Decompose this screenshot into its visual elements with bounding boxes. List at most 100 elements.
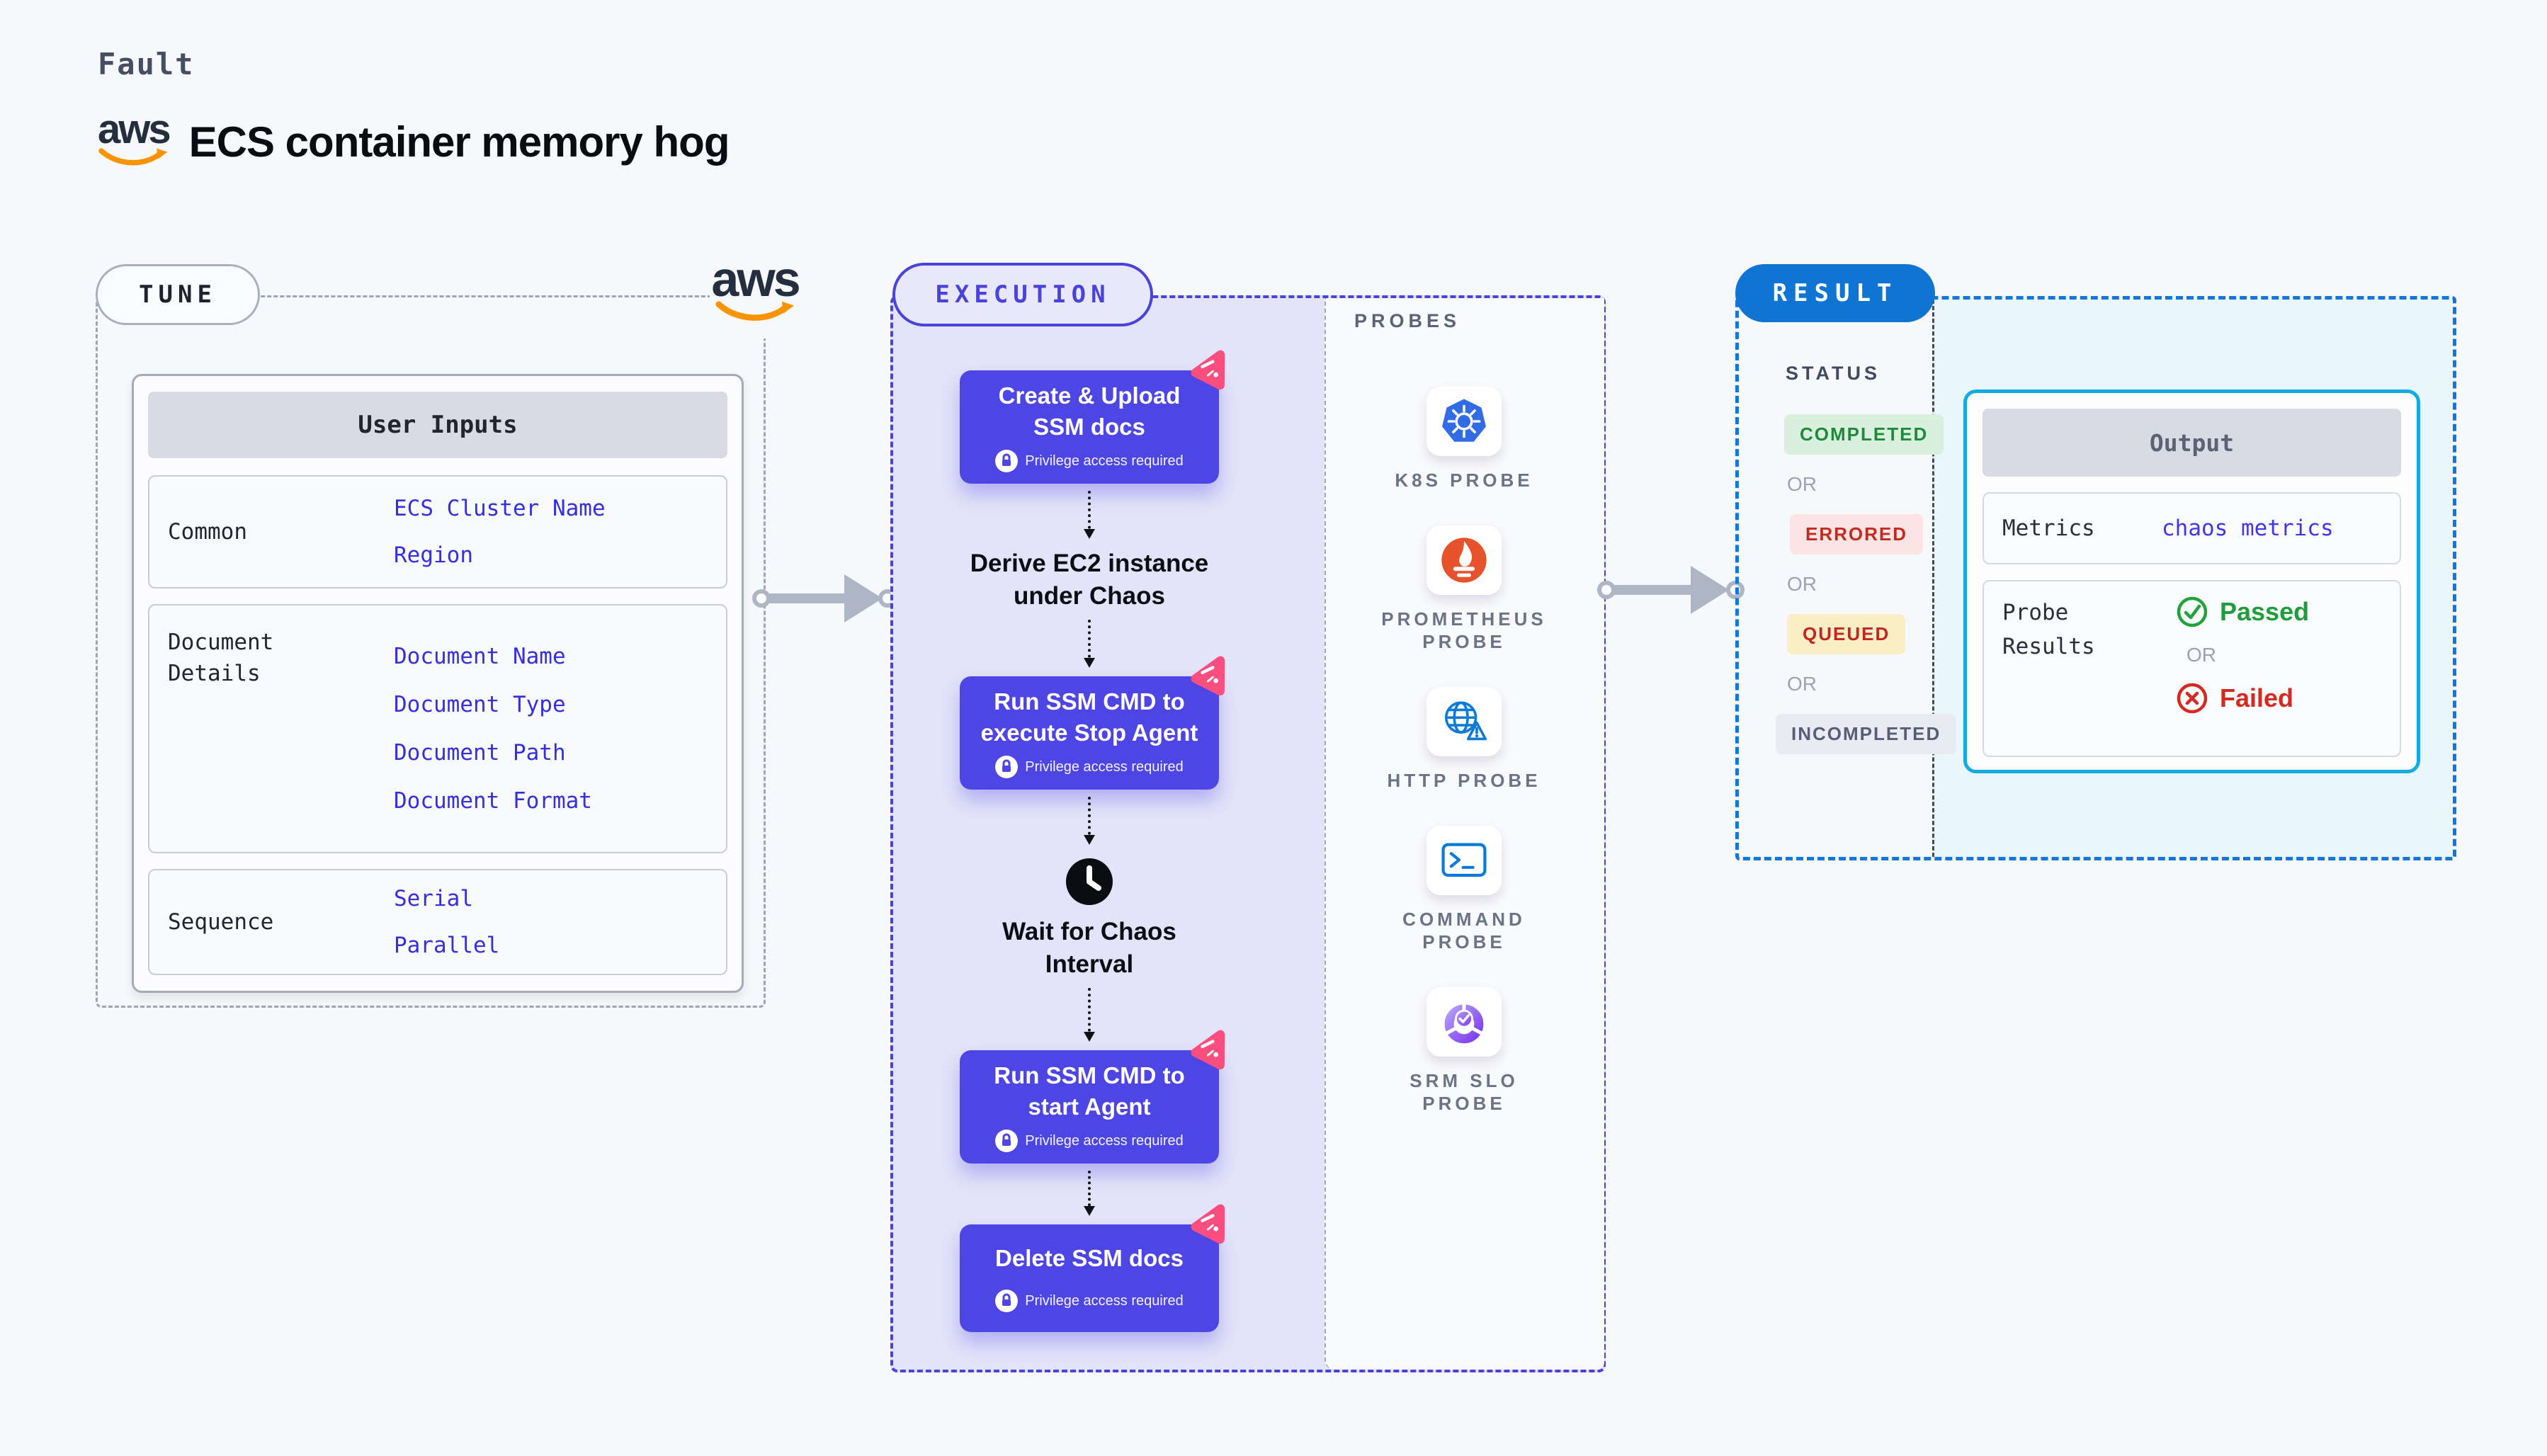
probe-k8s: K8S PROBE xyxy=(1395,387,1533,491)
connector-dot xyxy=(1597,581,1616,599)
clock-icon xyxy=(1066,858,1113,905)
input-value: Document Type xyxy=(394,692,566,717)
probe-results-row: Probe Results Passed OR xyxy=(1982,580,2401,757)
probe-prometheus: PROMETHEUS PROBE xyxy=(1381,525,1546,653)
group-values: Document Name Document Type Document Pat… xyxy=(394,605,726,852)
step-text-line: Interval xyxy=(1045,950,1134,978)
user-inputs-group-common: Common ECS Cluster Name Region xyxy=(148,475,727,588)
step-run-ssm-cmd-stop-agent: Run SSM CMD to execute Stop Agent Privil… xyxy=(960,656,1225,790)
group-label: Common xyxy=(149,477,394,587)
group-label-line: Details xyxy=(168,661,261,686)
aws-logo-text: aws xyxy=(711,251,800,307)
probe-label: HTTP PROBE xyxy=(1387,769,1541,792)
probe-tile xyxy=(1426,525,1502,595)
input-value: Region xyxy=(394,542,473,568)
step-text-line: Derive EC2 instance xyxy=(970,550,1209,577)
aws-logo-icon: aws xyxy=(98,106,171,170)
flow-connector xyxy=(1084,620,1095,668)
user-inputs-group-sequence: Sequence Serial Parallel xyxy=(148,869,727,975)
slo-donut-icon xyxy=(1444,1004,1484,1044)
probe-tile xyxy=(1426,387,1502,456)
probe-label-line: PROBE xyxy=(1422,631,1506,652)
privilege-row: Privilege access required xyxy=(995,756,1184,778)
title-row: aws ECS container memory hog xyxy=(98,106,730,170)
privilege-label: Privilege access required xyxy=(1025,1292,1184,1309)
aws-smile-icon xyxy=(98,148,168,166)
or-separator: OR xyxy=(1787,473,1817,495)
arrow-shaft xyxy=(769,593,846,603)
chaos-badge-icon xyxy=(1191,1030,1225,1070)
aws-logo-icon: aws xyxy=(711,251,801,326)
group-label: Sequence xyxy=(149,870,394,974)
step-text-line: Wait for Chaos xyxy=(1002,918,1176,945)
output-header: Output xyxy=(1982,409,2401,477)
page-title: ECS container memory hog xyxy=(188,118,730,166)
flow-connector xyxy=(1084,1171,1095,1216)
probe-label: PROMETHEUS PROBE xyxy=(1381,608,1546,653)
group-label-line: Common xyxy=(168,519,247,545)
privilege-row: Privilege access required xyxy=(995,450,1184,472)
step-title-line: SSM docs xyxy=(1033,414,1145,440)
tune-aws-corner: aws xyxy=(710,246,801,339)
probe-label-line: PROBE xyxy=(1422,1093,1506,1114)
metrics-row: Metrics chaos metrics xyxy=(1982,492,2401,564)
step-delete-ssm-docs: Delete SSM docs Privilege access require… xyxy=(960,1204,1225,1332)
probe-label-line: K8S PROBE xyxy=(1395,470,1533,491)
step-wait-for-chaos: Wait for Chaos Interval xyxy=(1002,858,1176,981)
status-badge-queued: QUEUED xyxy=(1787,614,1906,654)
step-derive-ec2-text: Derive EC2 instance under Chaos xyxy=(970,547,1209,613)
or-separator: OR xyxy=(1787,573,1817,595)
input-value: Document Path xyxy=(394,740,566,766)
probe-label-line: HTTP PROBE xyxy=(1387,770,1541,791)
check-circle-icon xyxy=(2177,596,2208,627)
step-title-line: Run SSM CMD to xyxy=(994,688,1185,715)
probe-label: K8S PROBE xyxy=(1395,469,1533,491)
or-separator: OR xyxy=(1787,673,1817,695)
probes-heading: PROBES xyxy=(1354,310,1461,331)
chaos-badge-icon xyxy=(1191,350,1225,390)
privilege-row: Privilege access required xyxy=(995,1130,1184,1152)
or-separator: OR xyxy=(2186,644,2216,666)
probe-label-line: PROBE xyxy=(1422,931,1506,952)
lock-icon xyxy=(995,1290,1019,1312)
probe-label: SRM SLO PROBE xyxy=(1409,1069,1518,1115)
arrow-head xyxy=(844,574,883,622)
input-value: Parallel xyxy=(394,933,500,958)
prometheus-icon xyxy=(1441,538,1487,583)
probe-command: COMMAND PROBE xyxy=(1402,826,1526,953)
step-title-line: Create & Upload xyxy=(998,382,1181,409)
x-circle-icon xyxy=(2177,683,2208,714)
probe-results-label: Probe Results xyxy=(2002,596,2162,664)
lock-icon xyxy=(995,450,1019,472)
step-wait-text: Wait for Chaos Interval xyxy=(1002,916,1176,981)
group-label-line: Sequence xyxy=(168,909,274,935)
user-inputs-group-document-details: Document Details Document Name Document … xyxy=(148,604,727,853)
probe-label-line: SRM SLO xyxy=(1409,1070,1519,1091)
probe-results-label-line: Probe xyxy=(2002,600,2069,625)
flow-connector xyxy=(1084,491,1095,539)
chaos-badge-icon xyxy=(1191,656,1225,696)
output-card: Output Metrics chaos metrics Probe Resul… xyxy=(1963,389,2420,773)
status-heading: STATUS xyxy=(1786,363,1881,384)
execution-pill: EXECUTION xyxy=(892,263,1153,326)
metrics-value: chaos metrics xyxy=(2162,516,2334,541)
step-title-line: start Agent xyxy=(1028,1093,1151,1120)
chaos-badge-icon xyxy=(1191,1204,1225,1244)
probe-http: HTTP PROBE xyxy=(1387,687,1541,792)
privilege-label: Privilege access required xyxy=(1025,758,1184,775)
step-run-ssm-cmd-start-agent: Run SSM CMD to start Agent Privilege acc… xyxy=(960,1030,1225,1164)
arrow-head xyxy=(1691,566,1729,614)
aws-logo-text: aws xyxy=(98,106,171,152)
input-value: Document Format xyxy=(394,788,592,814)
privilege-row: Privilege access required xyxy=(995,1290,1184,1312)
tune-pill: TUNE xyxy=(96,264,260,325)
tune-section-box xyxy=(96,295,766,1008)
probes-list: K8S PROBE PROMETHEUS PROBE xyxy=(1347,387,1581,1149)
input-value: Document Name xyxy=(394,644,566,669)
lock-icon xyxy=(995,756,1019,778)
probe-label-line: PROMETHEUS xyxy=(1381,608,1547,630)
flow-connector xyxy=(1084,797,1095,845)
step-title-line: Run SSM CMD to xyxy=(994,1062,1185,1088)
step-title-line: Delete SSM docs xyxy=(995,1245,1184,1271)
fault-kicker: Fault xyxy=(98,47,195,81)
